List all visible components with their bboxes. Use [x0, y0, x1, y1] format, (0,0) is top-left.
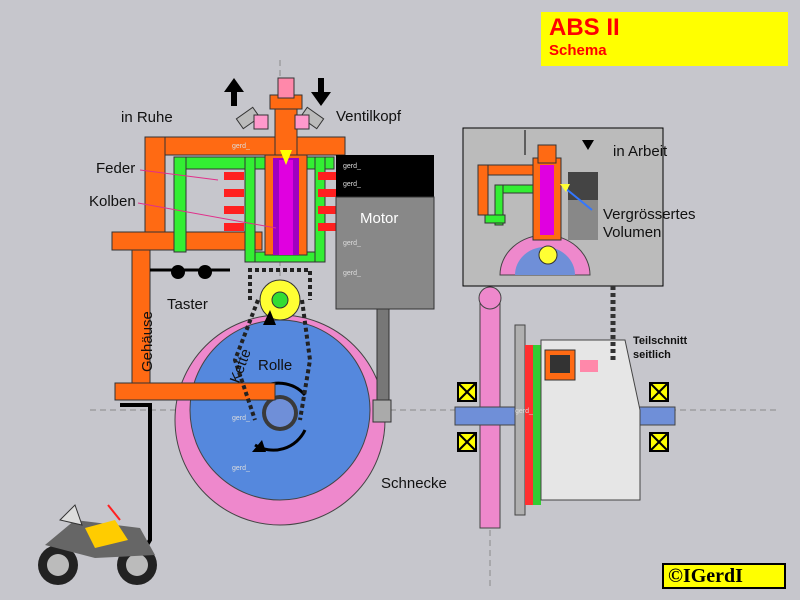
label-schnecke: Schnecke — [381, 475, 447, 492]
working-inset — [462, 127, 664, 287]
pointer-lines — [137, 169, 277, 229]
flow-arrows — [224, 78, 331, 106]
label-in-ruhe: in Ruhe — [121, 109, 173, 126]
label-in-arbeit: in Arbeit — [613, 143, 668, 160]
worm-wheel — [174, 314, 386, 526]
label-motor: Motor — [360, 210, 398, 227]
label-taster: Taster — [167, 296, 208, 313]
label-feder: Feder — [96, 160, 135, 177]
label-teilschnitt-2: seitlich — [633, 349, 671, 361]
side-cutaway — [454, 286, 676, 529]
watermark-text: gerd_ — [343, 163, 361, 170]
label-vergroessertes-2: Volumen — [603, 224, 661, 241]
valve-nozzles — [235, 106, 325, 130]
label-teilschnitt-1: Teilschnitt — [633, 335, 688, 347]
watermarks: gerd_ gerd_ gerd_ gerd_ gerd_ gerd_ gerd… — [232, 143, 533, 472]
watermark-text: gerd_ — [343, 181, 361, 188]
watermark-text: gerd_ — [232, 465, 250, 472]
motor — [335, 155, 435, 423]
label-ventilkopf: Ventilkopf — [336, 108, 402, 125]
watermark-text: gerd_ — [343, 270, 361, 277]
title-box: ABS II Schema — [541, 12, 788, 66]
button-sensor — [150, 265, 230, 279]
page-subtitle: Schema — [549, 42, 607, 59]
watermark-text: gerd_ — [515, 408, 533, 415]
label-vergroessertes-1: Vergrössertes — [603, 206, 696, 223]
springs — [224, 172, 338, 231]
motorcycle-icon — [38, 504, 157, 585]
label-kolben: Kolben — [89, 193, 136, 210]
watermark-text: gerd_ — [232, 415, 250, 422]
watermark-text: gerd_ — [343, 240, 361, 247]
roller-arrow — [263, 310, 276, 325]
page-title: ABS II — [549, 14, 620, 41]
label-rolle: Rolle — [258, 357, 292, 374]
label-gehaeuse: Gehäuse — [139, 311, 156, 372]
watermark-text: gerd_ — [232, 143, 250, 150]
roller — [259, 279, 301, 321]
copyright-badge: ©IGerdI — [662, 563, 786, 589]
chain — [232, 268, 313, 421]
piston — [264, 77, 308, 256]
